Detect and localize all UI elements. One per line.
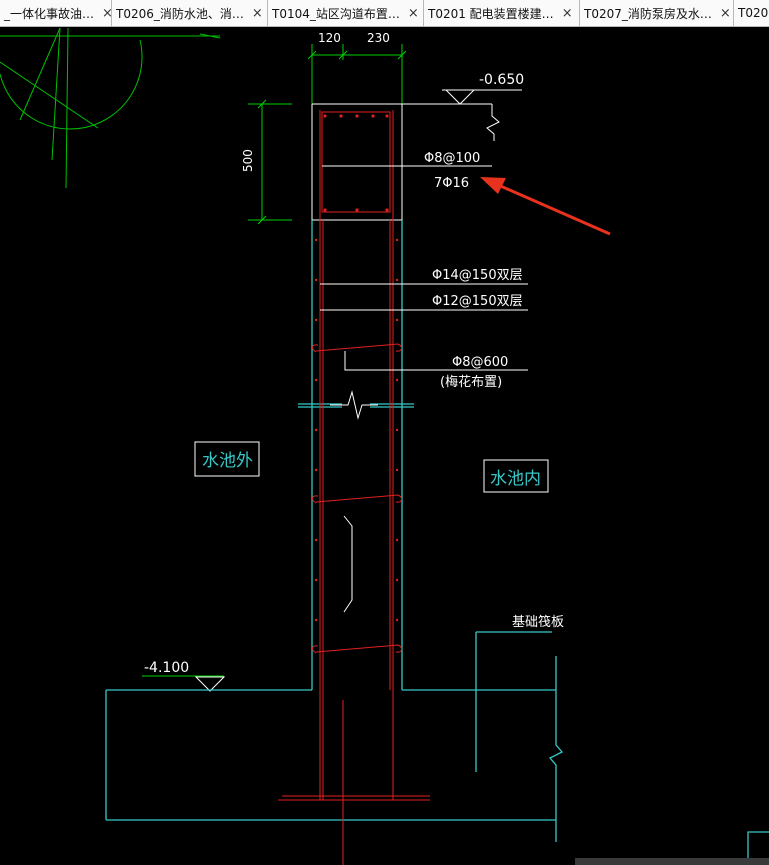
- tab-trench-layout[interactable]: T0104_站区沟道布置… ×: [268, 0, 424, 26]
- cad-drawing-canvas[interactable]: 120 230 500 -0.650 -4.100: [0, 26, 769, 865]
- elevation-bottom-label: -4.100: [144, 660, 189, 676]
- callout-arrow-icon: [480, 177, 611, 236]
- rebar-tie-note: (梅花布置): [440, 374, 502, 390]
- tab-pump-house[interactable]: T0207_消防泵房及水… ×: [580, 0, 734, 26]
- close-icon[interactable]: ×: [102, 5, 113, 21]
- wall-top-cap: [311, 103, 500, 221]
- tab-label: T020: [738, 6, 769, 20]
- document-tab-bar: _一体化事故油… × T0206_消防水池、消… × T0104_站区沟道布置……: [0, 0, 769, 27]
- label-inside-pool: 水池内: [490, 469, 541, 489]
- annotation-leaders: [320, 165, 528, 371]
- rebar-main-label: 7Φ16: [434, 176, 469, 191]
- label-foundation-raft: 基础筏板: [512, 614, 564, 630]
- close-icon[interactable]: ×: [251, 5, 263, 21]
- wall-and-slab-outline: [105, 220, 769, 865]
- tab-oil-accident[interactable]: _一体化事故油… ×: [0, 0, 113, 26]
- tab-distribution-building[interactable]: T0201 配电装置楼建… ×: [424, 0, 580, 26]
- close-icon[interactable]: ×: [407, 5, 419, 21]
- tab-label: _一体化事故油…: [4, 6, 95, 21]
- inside-label-box: [483, 459, 549, 493]
- rebar-cage: [278, 110, 430, 865]
- dim-230: 230: [367, 31, 390, 45]
- elevation-marker-bottom: [194, 676, 226, 692]
- dim-120: 120: [318, 31, 341, 45]
- outside-label-box: [194, 441, 260, 477]
- break-line: [330, 390, 378, 420]
- waterstop: [343, 515, 353, 613]
- horizontal-scrollbar[interactable]: [575, 858, 769, 865]
- close-icon[interactable]: ×: [561, 5, 573, 21]
- dim-500: 500: [241, 149, 255, 172]
- break-gap: [342, 392, 370, 422]
- tab-fire-pool[interactable]: T0206_消防水池、消… ×: [112, 0, 268, 26]
- rebar-stirrup-label: Φ8@100: [424, 151, 480, 166]
- elevation-marker-top: [442, 89, 522, 105]
- construction-geometry: [0, 27, 221, 189]
- elevation-top-label: -0.650: [479, 72, 524, 88]
- rebar-horizontal-label: Φ14@150双层: [432, 268, 523, 283]
- tab-label: T0201 配电装置楼建…: [428, 6, 554, 21]
- tab-overflow[interactable]: T020: [734, 0, 769, 26]
- label-outside-pool: 水池外: [202, 451, 253, 471]
- tab-label: T0104_站区沟道布置…: [272, 6, 400, 21]
- dimension-lines: [142, 44, 407, 677]
- tab-label: T0206_消防水池、消…: [116, 6, 244, 21]
- rebar-vertical-label: Φ12@150双层: [432, 294, 523, 309]
- rebar-tie-label: Φ8@600: [452, 355, 508, 370]
- rebar-dots: [314, 114, 399, 622]
- close-icon[interactable]: ×: [719, 5, 731, 21]
- tab-label: T0207_消防泵房及水…: [584, 6, 712, 21]
